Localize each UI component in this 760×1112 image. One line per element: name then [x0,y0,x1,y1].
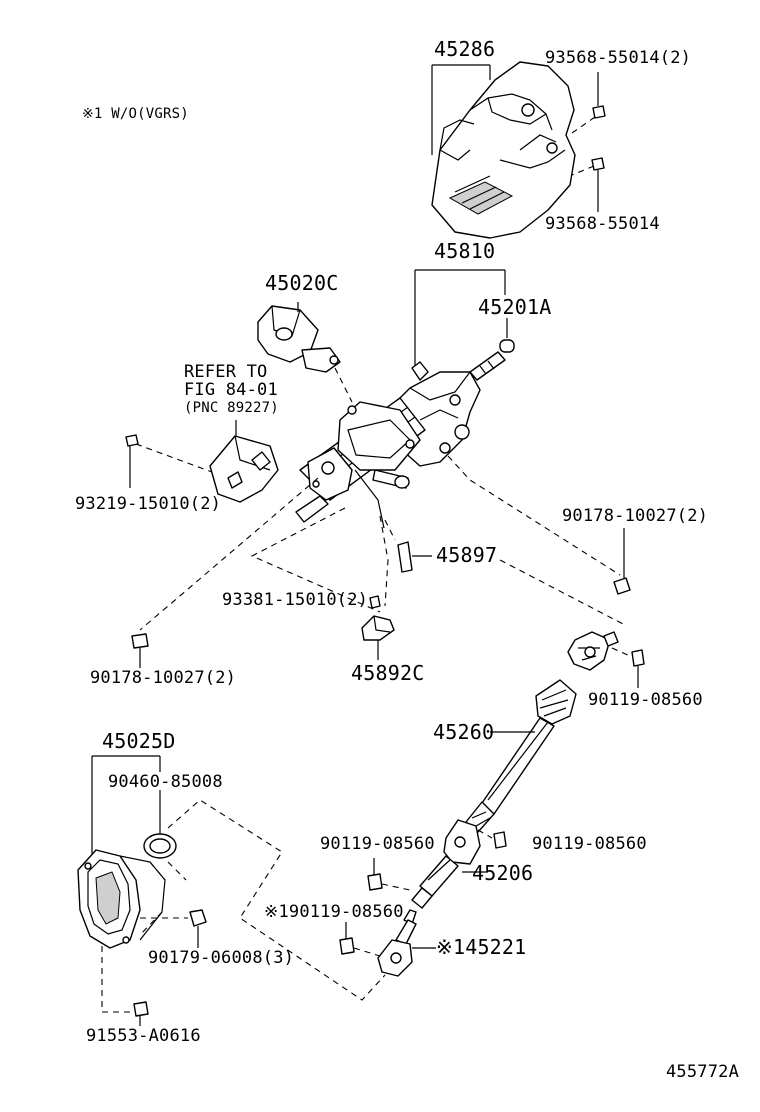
label-45897: 45897 [436,543,498,567]
nut-90178-10027-right-illustration [447,455,631,595]
bolt-93381-15010-illustration [250,507,389,613]
screw-93568-55014-illustration [571,157,605,212]
label-45286: 45286 [434,37,496,61]
label-45892C: 45892C [351,661,425,685]
bolt-90119-08560-w-o-vgrs-illustration [339,922,381,957]
label-45025D: 45025D [102,729,176,753]
label-45020C: 45020C [265,271,339,295]
note-w-o-vgrs: ※1 W/O(VGRS) [82,106,189,122]
label-93568-55014-2: 93568-55014(2) [545,48,692,68]
bolt-45897-illustration [384,519,432,573]
refer-to-line: REFER TO [184,362,268,382]
dashed-guide-45025D [167,799,386,1001]
figure-id: 455772A [666,1062,740,1082]
sensor-45810-illustration [411,361,429,381]
dashed-guide-45260 [499,559,626,626]
label-90119-08560-left: 90119-08560 [320,834,435,854]
label-45221: ※145221 [436,935,527,959]
nut-90178-10027-left-illustration [131,477,319,668]
dashed-guide-seal [167,861,187,881]
label-45201A: 45201A [478,295,552,319]
joint-45221-illustration [377,909,436,977]
label-90119-08560-right: 90119-08560 [532,834,647,854]
label-90178-10027-2-right: 90178-10027(2) [562,506,709,526]
refer-bracket-illustration [209,420,279,503]
steering-column-illustration [295,351,506,529]
cover-45025D-illustration [77,849,166,949]
label-90119-08560-upper: 90119-08560 [588,690,703,710]
label-91553-A0616: 91553-A0616 [86,1026,201,1046]
column-cover-illustration [431,61,576,239]
label-45810: 45810 [434,239,496,263]
bracket-45892C-illustration [361,615,395,660]
bolt-91553-A0616-illustration [101,946,149,1026]
bushing-45201A-illustration [499,339,515,353]
refer-fig-line: FIG 84-01 [184,380,278,400]
seal-ring-90460-85008-illustration [143,790,177,859]
label-93568-55014: 93568-55014 [545,214,660,234]
label-93381-15010-2: 93381-15010(2) [222,590,369,610]
bolt-90119-08560-upper-illustration [611,647,645,688]
screw-93219-15010-illustration [125,434,213,488]
leader-45025D [91,755,161,858]
label-90179-06008-3: 90179-06008(3) [148,948,295,968]
joint-45206-illustration [411,819,488,909]
label-93219-15010-2: 93219-15010(2) [75,494,222,514]
label-45206: 45206 [472,861,534,885]
refer-pnc-line: (PNC 89227) [184,400,279,416]
label-90119-08560-w-o-vgrs: ※190119-08560 [264,902,404,922]
bolt-90119-08560-right-illustration [477,829,507,849]
leader-45810 [414,269,506,368]
nut-90179-06008-illustration [140,909,207,948]
bolt-90119-08560-left-illustration [367,858,411,891]
lock-assembly-45020C-illustration [257,302,353,403]
screw-93568-55014-2-illustration [571,72,606,134]
label-45260: 45260 [433,720,495,744]
leader-45286 [431,64,491,155]
label-90460-85008: 90460-85008 [108,772,223,792]
label-90178-10027-2-left: 90178-10027(2) [90,668,237,688]
